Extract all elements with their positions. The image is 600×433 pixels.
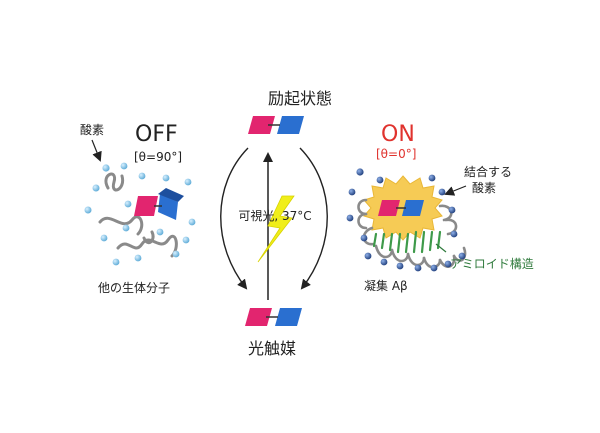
other-biomolecules-label: 他の生体分子 bbox=[98, 281, 170, 295]
right-curved-arrow bbox=[299, 147, 328, 290]
lightning-bolt-icon bbox=[257, 195, 295, 263]
amyloid-structure-label: アミロイド構造 bbox=[450, 257, 534, 271]
blue-square bbox=[402, 200, 424, 216]
on-angle: [θ=0°] bbox=[376, 147, 416, 161]
off-angle: [θ=90°] bbox=[134, 150, 182, 164]
magenta-square bbox=[378, 200, 400, 216]
oxygen-label: 酸素 bbox=[80, 122, 104, 137]
amyloid-strands bbox=[372, 230, 442, 254]
blue-square bbox=[275, 308, 302, 326]
excited-state-label: 励起状態 bbox=[268, 89, 332, 108]
magenta-square bbox=[248, 116, 275, 134]
other-biomolecule-strands bbox=[98, 172, 178, 258]
oxygen-molecules-off bbox=[84, 162, 196, 266]
magenta-square bbox=[134, 196, 158, 216]
amyloid-pointer bbox=[435, 243, 447, 253]
photocatalyst-excited-molecule bbox=[248, 116, 304, 134]
blue-square bbox=[158, 194, 178, 220]
oxygen-pointer bbox=[91, 139, 102, 162]
binding-oxygen-pointer bbox=[444, 185, 467, 196]
oxygen-molecules-on bbox=[346, 168, 466, 272]
photocatalyst-label: 光触媒 bbox=[248, 339, 296, 358]
visible-light-label: 可視光, 37°C bbox=[238, 208, 311, 223]
aggregate-label: 凝集 Aβ bbox=[364, 278, 408, 293]
binding-oxygen-label-line2: 酸素 bbox=[472, 180, 496, 195]
magenta-square bbox=[245, 308, 272, 326]
blue-square bbox=[277, 116, 304, 134]
off-title: OFF bbox=[135, 122, 178, 147]
photocatalyst-ground-molecule bbox=[245, 308, 302, 326]
on-title: ON bbox=[381, 122, 415, 147]
photocatalyst-on-molecule bbox=[378, 200, 424, 216]
photocatalyst-off-molecule bbox=[134, 188, 184, 220]
binding-oxygen-label-line1: 結合する bbox=[464, 164, 512, 179]
left-curved-arrow bbox=[220, 147, 249, 290]
